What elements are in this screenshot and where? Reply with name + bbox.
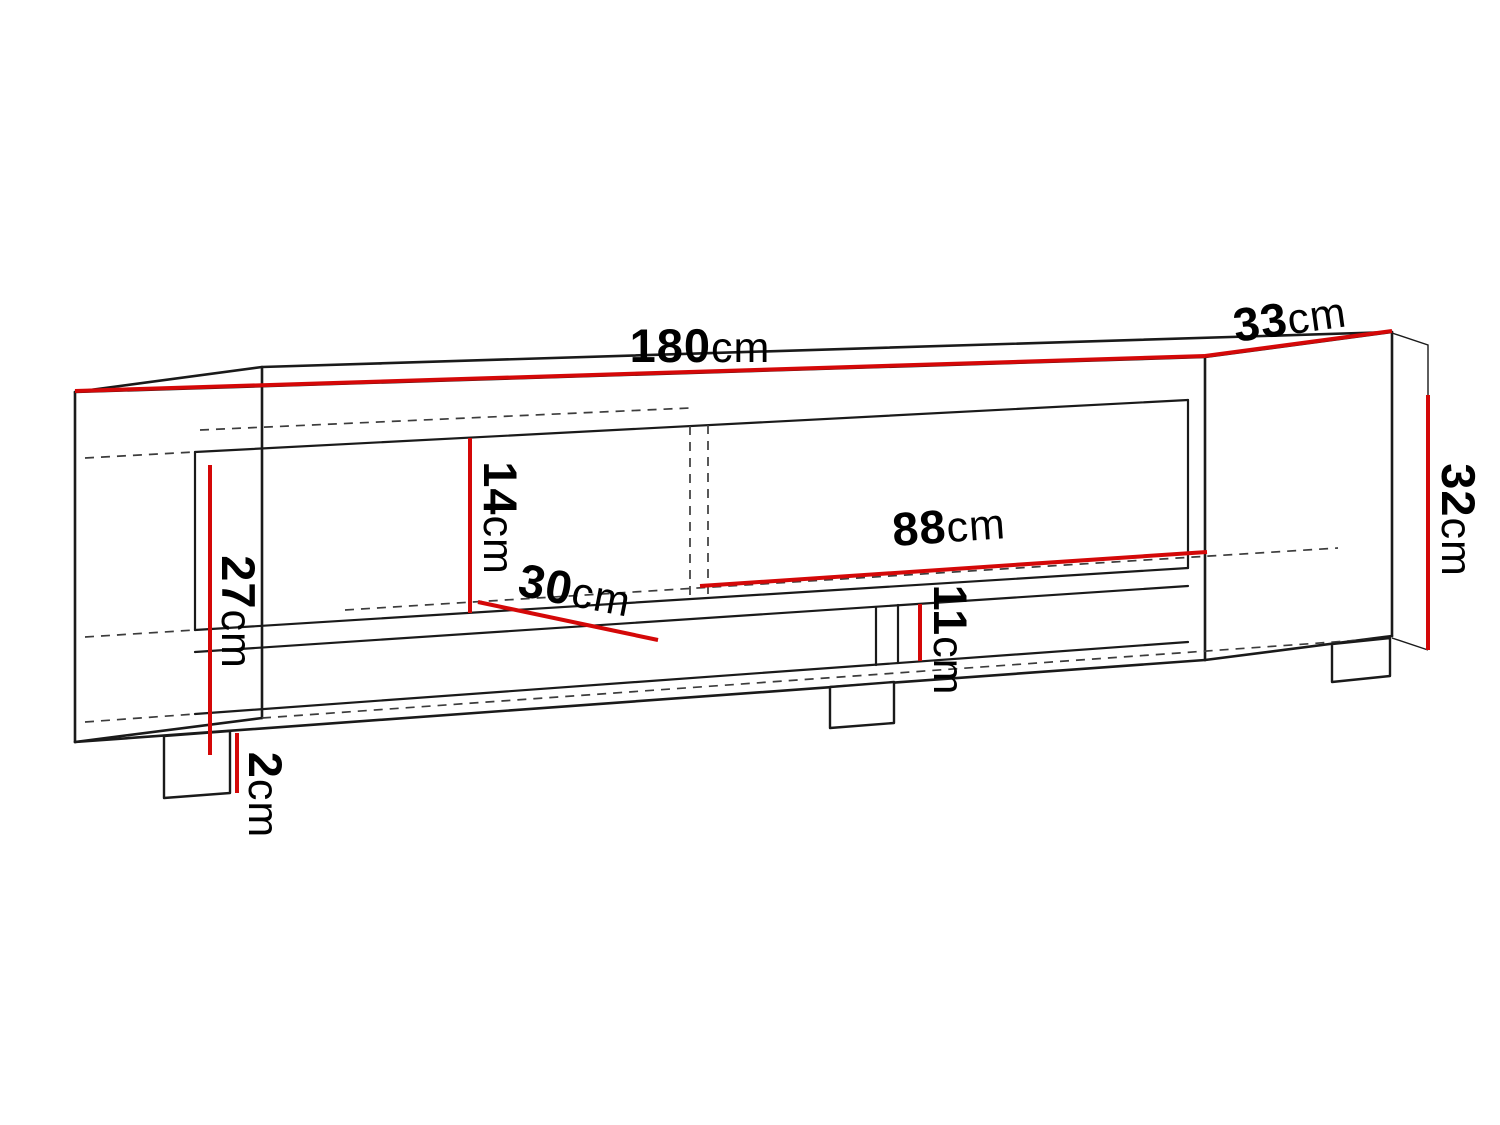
middle-leg (828, 680, 896, 730)
cabinet-hidden-edges (84, 407, 1391, 723)
dim-line-interior-depth (477, 600, 659, 642)
inner-top-edge (193, 398, 1190, 454)
dim-line-compartment-width (699, 550, 1208, 588)
dimension-labels: 180cm 33cm 32cm 14cm 27cm 30cm 88cm 11c (212, 284, 1485, 838)
bottom-front-edge (73, 658, 1207, 744)
dim-line-top-depth (1204, 329, 1393, 358)
height-extension-top (1391, 332, 1429, 395)
hidden-shelf-back-edge (344, 547, 1339, 611)
dim-label-compartment-width: 88cm (890, 495, 1007, 556)
right-leg (1330, 636, 1392, 684)
dim-label-interior-depth: 30cm (514, 553, 636, 627)
cabinet-legs (162, 636, 1392, 800)
dim-line-total-width (74, 354, 1206, 393)
dim-label-leg-height: 2cm (239, 752, 292, 838)
bottom-left-edge (73, 716, 264, 744)
dimension-lines (74, 329, 1430, 793)
dim-label-interior-height: 27cm (212, 555, 265, 669)
left-leg (162, 729, 232, 800)
dim-label-height: 32cm (1432, 463, 1485, 577)
dim-label-top-depth: 33cm (1230, 284, 1350, 352)
hidden-bottom-left-edge (84, 713, 196, 723)
shelf-front-top-edge (193, 566, 1190, 632)
cabinet-interior-edges (193, 398, 1190, 716)
hidden-top-back-edge (199, 407, 691, 431)
height-extension-bottom (1391, 637, 1429, 651)
dim-label-lower-opening-height: 11cm (924, 584, 977, 695)
hidden-top-left-edge (84, 451, 196, 459)
hidden-shelf-left-edge (84, 629, 196, 638)
dim-label-total-width: 180cm (630, 319, 771, 372)
shelf-front-bottom-edge (193, 584, 1190, 654)
cabinet-outline (73, 330, 1394, 744)
dimension-extension-lines (1391, 332, 1429, 651)
dim-label-shelf-opening-height: 14cm (474, 461, 527, 575)
hidden-back-bottom-edge (261, 637, 1391, 719)
bottom-panel-edge (193, 640, 1190, 716)
